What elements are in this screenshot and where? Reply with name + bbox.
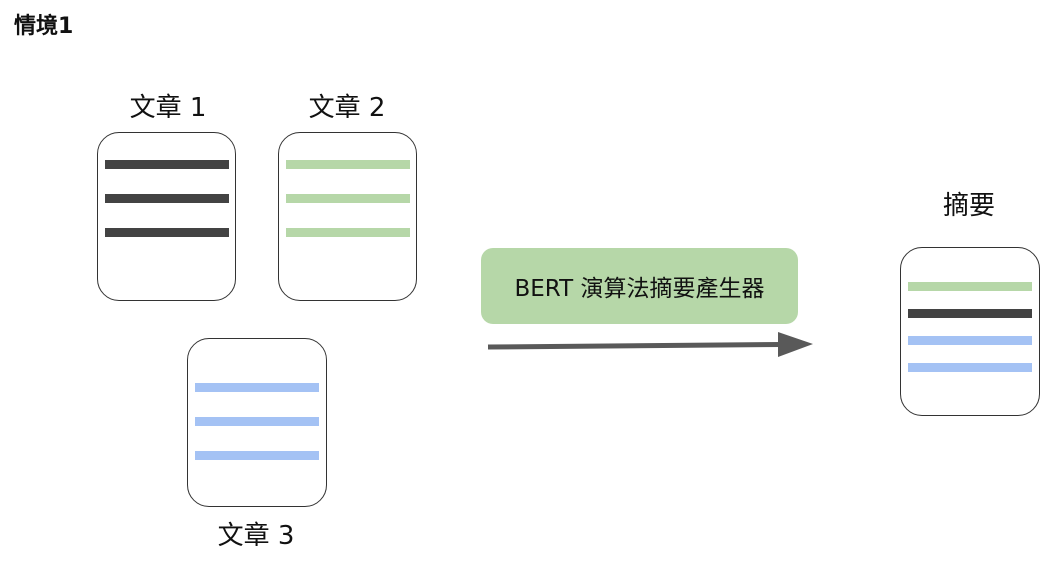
- summary-line: [908, 336, 1032, 345]
- document-3-card: [187, 338, 327, 507]
- document-3-label: 文章 3: [217, 521, 295, 551]
- document-3-line: [195, 417, 319, 426]
- summary-line: [908, 363, 1032, 372]
- document-3-line: [195, 451, 319, 460]
- document-1-line: [105, 228, 229, 237]
- summary-label: 摘要: [942, 191, 995, 221]
- flow-arrow-head: [778, 332, 813, 357]
- document-2-label: 文章 2: [308, 93, 386, 123]
- document-2-line: [286, 194, 410, 203]
- document-1-line: [105, 160, 229, 169]
- bert-summarizer-box: BERT 演算法摘要產生器: [481, 248, 798, 324]
- document-1-line: [105, 194, 229, 203]
- summary-line: [908, 282, 1032, 291]
- summary-line: [908, 309, 1032, 318]
- document-3-line: [195, 383, 319, 392]
- document-2-card: [278, 132, 417, 301]
- document-2-line: [286, 228, 410, 237]
- flow-arrow-shaft: [487, 342, 783, 350]
- document-1-card: [97, 132, 236, 301]
- summary-card: [900, 247, 1040, 416]
- document-1-label: 文章 1: [129, 93, 207, 123]
- bert-summarizer-label: BERT 演算法摘要產生器: [514, 276, 765, 302]
- scenario-title: 情境1: [14, 14, 74, 39]
- document-2-line: [286, 160, 410, 169]
